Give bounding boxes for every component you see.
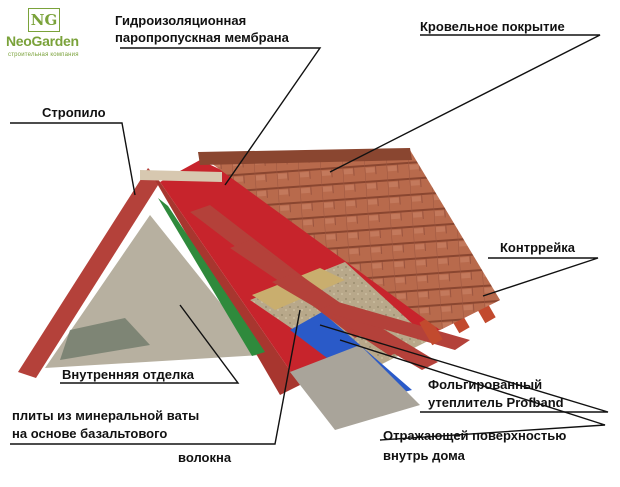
label-counter-batten: Контррейка [500,240,575,255]
leader-covering [329,34,601,173]
logo-brand-name: NeoGarden [6,33,79,49]
label-membrane-line2: паропропускная мембрана [115,30,289,45]
leader-foil [319,324,609,413]
leader-interior [60,304,240,384]
front-rafter-left [18,168,160,378]
label-interior-finish: Внутренняя отделка [62,367,194,382]
label-mineral-line3: волокна [178,450,232,465]
leader-membrane [120,47,322,186]
tile-ridge [198,148,412,165]
label-roof-covering: Кровельное покрытие [420,19,565,34]
label-membrane-line1: Гидроизоляционная [115,13,247,28]
green-strip [158,198,265,356]
label-reflect-line1: Отражающей поверхностью [383,428,567,443]
leader-lines [10,34,609,445]
leader-counter [482,257,599,297]
label-foil-line2: утеплитель Profband [428,395,564,410]
leader-reflect [339,339,606,441]
leader-mineral [10,309,301,445]
base-layer [290,345,420,430]
label-rafter: Стропило [42,105,106,120]
brand-logo: NG NeoGarden строительная компания [6,8,88,66]
front-rafter-right [148,168,300,395]
ridge-plank [140,170,222,182]
interior-lower-patch [60,318,150,360]
tile-roof [200,150,500,330]
label-foil-line1: Фольгированный [428,377,543,392]
logo-subtitle: строительная компания [8,52,79,58]
label-reflect-line2: внутрь дома [383,448,465,463]
logo-mark: NG [28,8,60,32]
label-mineral-line1: плиты из минеральной ваты [12,408,200,423]
rafter-beams [190,205,470,370]
leader-rafter [10,122,136,196]
label-mineral-line2: на основе базальтового [12,426,168,441]
